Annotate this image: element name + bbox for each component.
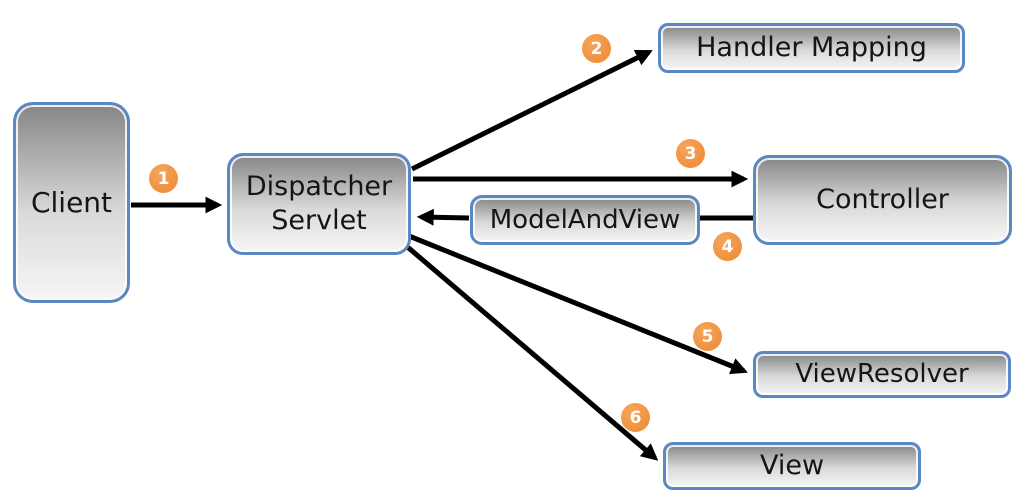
node-handler-mapping: Handler Mapping bbox=[658, 23, 965, 73]
step-badge-4-number: 4 bbox=[721, 236, 734, 257]
step-badge-1-number: 1 bbox=[157, 168, 170, 189]
node-view: View bbox=[663, 442, 921, 490]
node-model-and-view-label: ModelAndView bbox=[489, 204, 681, 235]
arrow-5-dispatcher-to-viewresolver bbox=[408, 233, 748, 375]
arrow-4-modelandview-to-dispatcher bbox=[416, 208, 470, 226]
step-badge-6-number: 6 bbox=[629, 407, 642, 428]
node-model-and-view: ModelAndView bbox=[470, 195, 700, 245]
step-badge-5-number: 5 bbox=[701, 326, 714, 347]
node-controller-label: Controller bbox=[816, 184, 949, 216]
node-view-resolver-label: ViewResolver bbox=[795, 359, 969, 390]
step-badge-2-number: 2 bbox=[590, 38, 603, 59]
step-badge-4: 4 bbox=[713, 232, 742, 261]
node-dispatcher-servlet-label: Dispatcher Servlet bbox=[246, 170, 392, 238]
node-view-label: View bbox=[759, 450, 825, 482]
step-badge-2: 2 bbox=[582, 34, 611, 63]
node-view-resolver: ViewResolver bbox=[753, 351, 1011, 398]
arrow-6-dispatcher-to-view bbox=[402, 242, 659, 461]
node-dispatcher-servlet: Dispatcher Servlet bbox=[227, 153, 411, 255]
step-badge-5: 5 bbox=[693, 322, 722, 351]
node-client-label: Client bbox=[30, 186, 113, 219]
step-badge-3-number: 3 bbox=[684, 143, 697, 164]
arrow-2-dispatcher-to-handler-mapping bbox=[410, 49, 653, 172]
node-controller: Controller bbox=[753, 155, 1012, 245]
node-handler-mapping-label: Handler Mapping bbox=[696, 32, 927, 64]
step-badge-3: 3 bbox=[676, 139, 705, 168]
step-badge-1: 1 bbox=[149, 164, 178, 193]
dispatcher-label-line2: Servlet bbox=[271, 205, 367, 236]
step-badge-6: 6 bbox=[621, 403, 650, 432]
node-client: Client bbox=[13, 102, 130, 303]
dispatcher-label-line1: Dispatcher bbox=[245, 171, 393, 203]
